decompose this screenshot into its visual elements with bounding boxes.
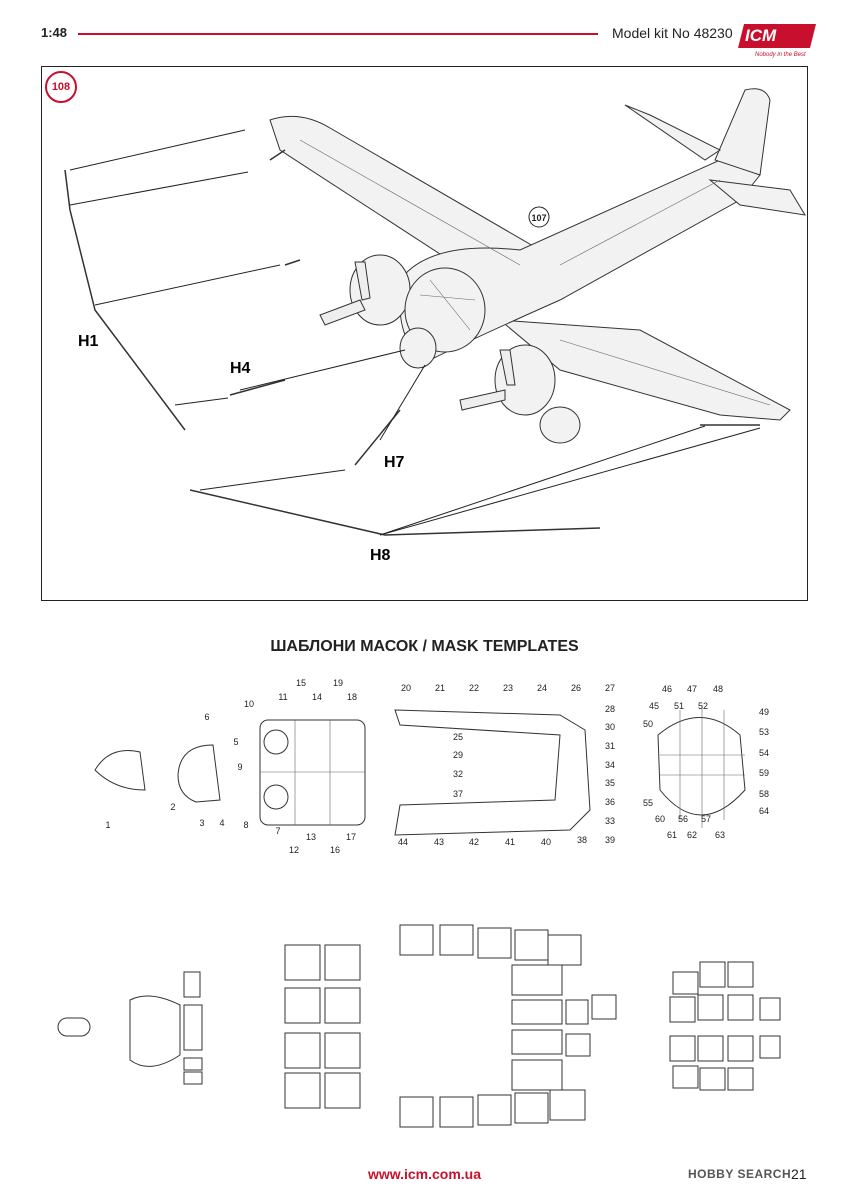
mask-number-30: 30 xyxy=(605,722,615,732)
mask-number-26: 26 xyxy=(571,683,581,693)
mask-number-12: 12 xyxy=(289,845,299,855)
mask-number-58: 58 xyxy=(759,789,769,799)
kit-number: Model kit No 48230 xyxy=(612,25,733,41)
mask-number-27: 27 xyxy=(605,683,615,693)
mask-number-57: 57 xyxy=(701,814,711,824)
mask-number-18: 18 xyxy=(347,692,357,702)
mask-number-59: 59 xyxy=(759,768,769,778)
mask-number-33: 33 xyxy=(605,816,615,826)
mask-number-41: 41 xyxy=(505,837,515,847)
mask-number-21: 21 xyxy=(435,683,445,693)
mask-number-34: 34 xyxy=(605,760,615,770)
mask-number-36: 36 xyxy=(605,797,615,807)
mask-number-3: 3 xyxy=(199,818,204,828)
mask-number-52: 52 xyxy=(698,701,708,711)
mask-number-60: 60 xyxy=(655,814,665,824)
mask-number-15: 15 xyxy=(296,678,306,688)
mask-number-17: 17 xyxy=(346,832,356,842)
footer-url[interactable]: www.icm.com.ua xyxy=(367,1166,482,1182)
mask-number-19: 19 xyxy=(333,678,343,688)
mask-number-42: 42 xyxy=(469,837,479,847)
page-number: 21 xyxy=(791,1166,807,1182)
mask-number-64: 64 xyxy=(759,806,769,816)
mask-number-29: 29 xyxy=(453,750,463,760)
assembly-frame xyxy=(41,66,808,601)
mask-number-63: 63 xyxy=(715,830,725,840)
mask-number-61: 61 xyxy=(667,830,677,840)
part-label-h8: H8 xyxy=(370,547,391,564)
scale-label: 1:48 xyxy=(41,25,68,40)
mask-number-50: 50 xyxy=(643,719,653,729)
mask-number-49: 49 xyxy=(759,707,769,717)
mask-number-4: 4 xyxy=(219,818,224,828)
mask-number-20: 20 xyxy=(401,683,411,693)
mask-number-55: 55 xyxy=(643,798,653,808)
mask-number-54: 54 xyxy=(759,748,769,758)
icm-logo xyxy=(738,24,816,48)
step-number-badge: 108 xyxy=(45,71,77,103)
part-label-h1: H1 xyxy=(78,333,99,350)
mask-number-39: 39 xyxy=(605,835,615,845)
ref-step-label: 107 xyxy=(531,213,546,223)
mask-number-16: 16 xyxy=(330,845,340,855)
mask-number-43: 43 xyxy=(434,837,444,847)
mask-number-62: 62 xyxy=(687,830,697,840)
mask-number-5: 5 xyxy=(233,737,238,747)
mask-number-6: 6 xyxy=(204,712,209,722)
mask-number-7: 7 xyxy=(275,826,280,836)
part-label-h7: H7 xyxy=(384,454,405,471)
mask-number-46: 46 xyxy=(662,684,672,694)
watermark: HOBBY SEARCH xyxy=(688,1167,792,1181)
mask-number-56: 56 xyxy=(678,814,688,824)
mask-number-53: 53 xyxy=(759,727,769,737)
mask-number-51: 51 xyxy=(674,701,684,711)
brand-name: ICM xyxy=(745,26,777,45)
mask-number-10: 10 xyxy=(244,699,254,709)
mask-number-11: 11 xyxy=(278,692,287,702)
mask-number-32: 32 xyxy=(453,769,463,779)
mask-number-1: 1 xyxy=(105,820,110,830)
mask-number-45: 45 xyxy=(649,701,659,711)
mask-number-37: 37 xyxy=(453,789,463,799)
mask-number-35: 35 xyxy=(605,778,615,788)
mask-number-47: 47 xyxy=(687,684,697,694)
part-label-h4: H4 xyxy=(230,360,251,377)
mask-number-28: 28 xyxy=(605,704,615,714)
mask-number-40: 40 xyxy=(541,837,551,847)
mask-number-22: 22 xyxy=(469,683,479,693)
mask-number-24: 24 xyxy=(537,683,547,693)
mask-number-13: 13 xyxy=(306,832,316,842)
aircraft-illustration: 107 H1 H4 H7 H8 xyxy=(64,88,806,564)
mask-number-31: 31 xyxy=(605,741,615,751)
header-rule xyxy=(78,33,598,35)
mask-number-23: 23 xyxy=(503,683,513,693)
mask-number-48: 48 xyxy=(713,684,723,694)
mask-number-44: 44 xyxy=(398,837,408,847)
mask-number-9: 9 xyxy=(237,762,242,772)
brand-tagline: Nobody in the Best xyxy=(755,52,806,58)
mask-templates-title: ШАБЛОНИ МАСОК / MASK TEMPLATES xyxy=(270,638,579,655)
mask-number-14: 14 xyxy=(312,692,322,702)
mask-number-2: 2 xyxy=(170,802,175,812)
mask-number-38: 38 xyxy=(577,835,587,845)
mask-number-25: 25 xyxy=(453,732,463,742)
mask-number-8: 8 xyxy=(243,820,248,830)
